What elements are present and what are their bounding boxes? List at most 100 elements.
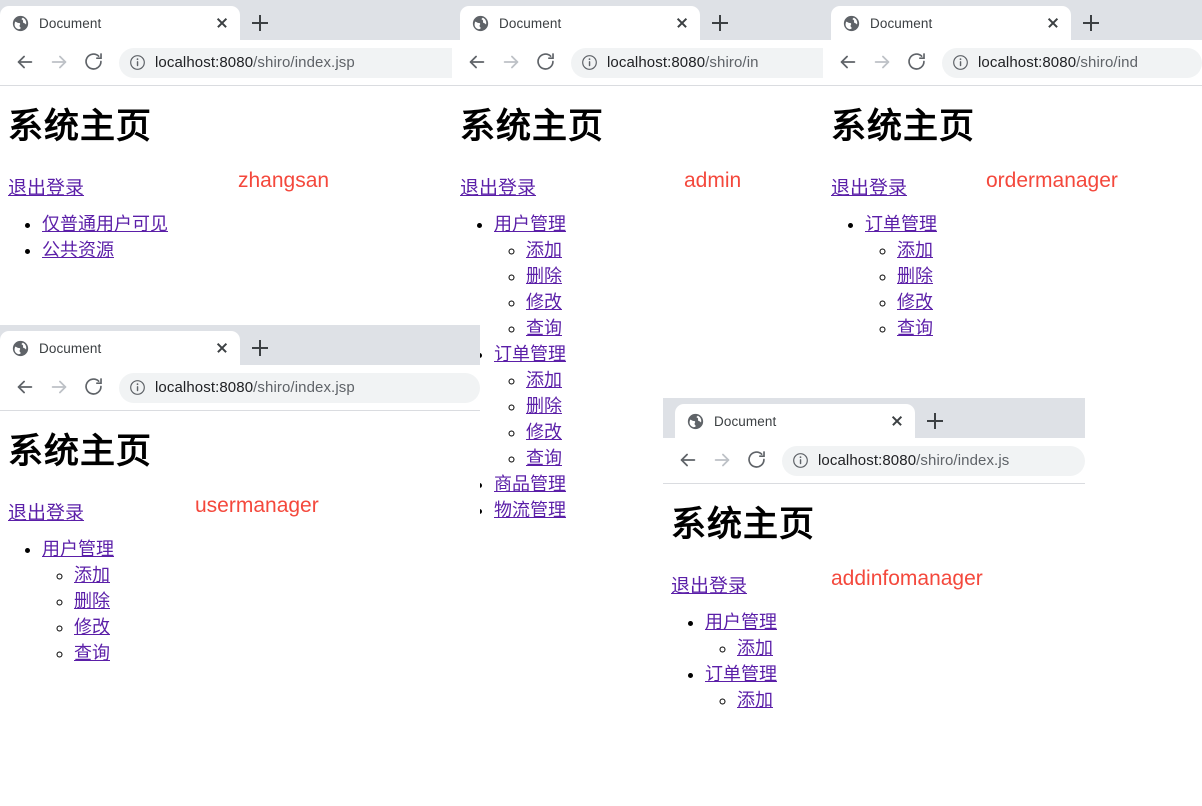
reload-icon[interactable] bbox=[741, 446, 771, 476]
submenu-link[interactable]: 修改 bbox=[526, 421, 562, 442]
reload-icon[interactable] bbox=[78, 373, 108, 403]
tab-strip: Document bbox=[0, 325, 480, 365]
submenu-link[interactable]: 删除 bbox=[526, 395, 562, 416]
address-bar[interactable]: localhost:8080/shiro/ind bbox=[942, 47, 1202, 78]
submenu-link[interactable]: 添加 bbox=[526, 239, 562, 260]
forward-icon[interactable] bbox=[44, 48, 74, 78]
site-info-icon[interactable] bbox=[792, 452, 809, 469]
submenu-link[interactable]: 删除 bbox=[74, 590, 110, 611]
forward-icon[interactable] bbox=[496, 48, 526, 78]
back-icon[interactable] bbox=[673, 446, 703, 476]
forward-icon[interactable] bbox=[867, 48, 897, 78]
logout-link[interactable]: 退出登录 bbox=[8, 177, 85, 199]
submenu-link[interactable]: 修改 bbox=[74, 616, 110, 637]
menu-link[interactable]: 订单管理 bbox=[705, 663, 777, 684]
reload-icon[interactable] bbox=[901, 48, 931, 78]
submenu-link[interactable]: 修改 bbox=[526, 291, 562, 312]
site-info-icon[interactable] bbox=[581, 54, 598, 71]
forward-icon[interactable] bbox=[44, 373, 74, 403]
close-icon[interactable] bbox=[1041, 11, 1065, 35]
back-icon[interactable] bbox=[10, 48, 40, 78]
browser-tab[interactable]: Document bbox=[460, 6, 700, 40]
submenu-link[interactable]: 删除 bbox=[526, 265, 562, 286]
submenu-link[interactable]: 查询 bbox=[526, 447, 562, 468]
menu-item: 商品管理 bbox=[494, 471, 842, 497]
forward-icon[interactable] bbox=[707, 446, 737, 476]
close-icon[interactable] bbox=[885, 409, 909, 433]
back-icon[interactable] bbox=[10, 373, 40, 403]
current-user-label: zhangsan bbox=[238, 168, 330, 192]
menu-link[interactable]: 订单管理 bbox=[865, 213, 937, 234]
menu-link[interactable]: 用户管理 bbox=[705, 611, 777, 632]
back-icon[interactable] bbox=[462, 48, 492, 78]
submenu-link[interactable]: 查询 bbox=[526, 317, 562, 338]
site-info-icon[interactable] bbox=[129, 54, 146, 71]
address-bar-path: /shiro/in bbox=[705, 54, 759, 71]
submenu-link[interactable]: 添加 bbox=[897, 239, 933, 260]
submenu-link[interactable]: 查询 bbox=[74, 642, 110, 663]
submenu-link[interactable]: 修改 bbox=[897, 291, 933, 312]
menu-item: 仅普通用户可见 bbox=[42, 211, 480, 237]
permission-menu: 订单管理添加删除修改查询 bbox=[823, 211, 1202, 341]
menu-link[interactable]: 仅普通用户可见 bbox=[42, 213, 168, 234]
address-bar[interactable]: localhost:8080/shiro/in bbox=[571, 47, 842, 78]
address-bar[interactable]: localhost:8080/shiro/index.js bbox=[782, 445, 1085, 476]
close-icon[interactable] bbox=[670, 11, 694, 35]
logout-link[interactable]: 退出登录 bbox=[8, 502, 85, 524]
page-content: 系统主页退出登录usermanager用户管理添加删除修改查询 bbox=[0, 411, 480, 725]
submenu-item: 添加 bbox=[526, 237, 842, 263]
globe-favicon bbox=[12, 15, 29, 31]
site-info-icon[interactable] bbox=[129, 379, 146, 396]
submenu: 添加 bbox=[705, 635, 1085, 661]
close-icon[interactable] bbox=[210, 336, 234, 360]
logout-link[interactable]: 退出登录 bbox=[671, 575, 748, 597]
new-tab-button[interactable] bbox=[242, 8, 278, 38]
submenu-item: 添加 bbox=[737, 635, 1085, 661]
logout-link[interactable]: 退出登录 bbox=[460, 177, 537, 199]
submenu-link[interactable]: 查询 bbox=[897, 317, 933, 338]
new-tab-button[interactable] bbox=[917, 406, 953, 436]
address-bar-path: /shiro/index.jsp bbox=[253, 54, 355, 71]
menu-item: 用户管理添加 bbox=[705, 609, 1085, 661]
submenu-item: 删除 bbox=[897, 263, 1202, 289]
browser-tab[interactable]: Document bbox=[675, 404, 915, 438]
menu-link[interactable]: 物流管理 bbox=[494, 499, 566, 520]
tab-strip: Document bbox=[663, 398, 1085, 438]
address-bar-host: localhost:8080 bbox=[155, 54, 254, 71]
new-tab-button[interactable] bbox=[1073, 8, 1109, 38]
menu-link[interactable]: 公共资源 bbox=[42, 239, 114, 260]
back-icon[interactable] bbox=[833, 48, 863, 78]
browser-tab[interactable]: Document bbox=[831, 6, 1071, 40]
permission-menu: 仅普通用户可见公共资源 bbox=[0, 211, 480, 263]
reload-icon[interactable] bbox=[78, 48, 108, 78]
browser-tab[interactable]: Document bbox=[0, 331, 240, 365]
navigation-toolbar: localhost:8080/shiro/index.jsp bbox=[0, 40, 480, 86]
reload-icon[interactable] bbox=[530, 48, 560, 78]
submenu-link[interactable]: 添加 bbox=[74, 564, 110, 585]
menu-link[interactable]: 用户管理 bbox=[42, 538, 114, 559]
close-icon[interactable] bbox=[210, 11, 234, 35]
submenu-link[interactable]: 添加 bbox=[737, 689, 773, 710]
page-title: 系统主页 bbox=[8, 432, 153, 471]
menu-link[interactable]: 用户管理 bbox=[494, 213, 566, 234]
submenu-item: 修改 bbox=[526, 289, 842, 315]
submenu-link[interactable]: 添加 bbox=[526, 369, 562, 390]
address-bar-host: localhost:8080 bbox=[818, 452, 917, 469]
browser-tab[interactable]: Document bbox=[0, 6, 240, 40]
address-bar[interactable]: localhost:8080/shiro/index.jsp bbox=[119, 372, 480, 403]
site-info-icon[interactable] bbox=[952, 54, 969, 71]
globe-favicon bbox=[472, 15, 489, 31]
submenu-link[interactable]: 删除 bbox=[897, 265, 933, 286]
menu-link[interactable]: 商品管理 bbox=[494, 473, 566, 494]
menu-link[interactable]: 订单管理 bbox=[494, 343, 566, 364]
address-bar[interactable]: localhost:8080/shiro/index.jsp bbox=[119, 47, 480, 78]
address-bar-url: localhost:8080/shiro/index.jsp bbox=[155, 54, 355, 71]
submenu-item: 修改 bbox=[897, 289, 1202, 315]
new-tab-button[interactable] bbox=[242, 333, 278, 363]
logout-link[interactable]: 退出登录 bbox=[831, 177, 908, 199]
submenu-link[interactable]: 添加 bbox=[737, 637, 773, 658]
menu-item: 订单管理添加删除修改查询 bbox=[494, 341, 842, 471]
new-tab-button[interactable] bbox=[702, 8, 738, 38]
